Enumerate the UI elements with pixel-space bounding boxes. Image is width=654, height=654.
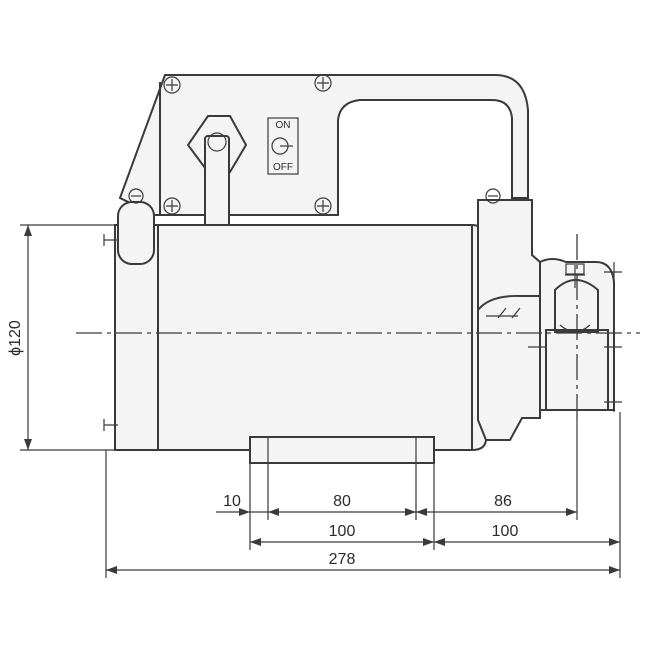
- flange-bolt-1: [604, 262, 622, 282]
- dim-86-label: 86: [494, 493, 512, 510]
- dim-100-right-label: 100: [492, 523, 519, 540]
- dim-row-1: 10 80 86: [216, 493, 577, 516]
- dim-80-label: 80: [333, 493, 351, 510]
- dim-100-left-label: 100: [329, 523, 356, 540]
- bracket-bolt-top-right: [314, 74, 332, 92]
- dim-row-2: 100 100: [250, 523, 620, 546]
- dim-278-label: 278: [329, 551, 356, 568]
- bracket-bolt-top-left: [163, 76, 181, 94]
- bracket-bolt-bottom-left: [163, 197, 181, 215]
- flange-bolt-2: [604, 337, 622, 357]
- base-foot: [249, 436, 435, 464]
- switch-on-label: ON: [276, 120, 291, 131]
- extension-lines: [20, 224, 621, 578]
- motor-body: [114, 224, 487, 451]
- bracket-bolt-bottom-right: [314, 197, 332, 215]
- dim-diameter-label: ϕ120: [7, 320, 24, 356]
- terminal-cap: [103, 188, 155, 431]
- switch-off-label: OFF: [273, 162, 293, 173]
- dim-10-label: 10: [223, 493, 241, 510]
- on-off-switch: ON OFF: [267, 117, 299, 175]
- pump-casing: [477, 188, 548, 441]
- mounting-bracket: [118, 74, 529, 216]
- flange-bolt-3: [604, 392, 622, 412]
- dim-row-3: 278: [106, 551, 620, 574]
- dim-diameter: ϕ120: [7, 225, 32, 450]
